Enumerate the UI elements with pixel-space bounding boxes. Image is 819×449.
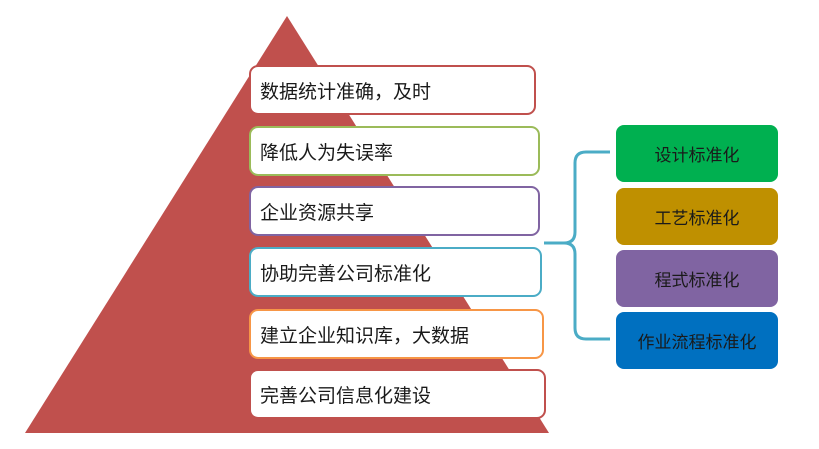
pyramid-level-4-label: 协助完善公司标准化 [260,262,432,285]
pyramid-level-3-label: 企业资源共享 [260,201,375,224]
pyramid-level-5: 建立企业知识库，大数据 [249,309,544,359]
pyramid-level-2-label: 降低人为失误率 [260,141,394,164]
pyramid-level-5-label: 建立企业知识库，大数据 [260,324,470,347]
standard-box-program: 程式标准化 [616,250,778,307]
pyramid-level-1: 数据统计准确，及时 [249,65,536,115]
bracket-connector [544,150,610,341]
standard-box-program-label: 程式标准化 [654,271,740,291]
standard-box-process: 工艺标准化 [616,188,778,245]
pyramid-level-2: 降低人为失误率 [249,126,540,176]
standard-box-design: 设计标准化 [616,125,778,182]
pyramid-level-6: 完善公司信息化建设 [249,369,546,419]
pyramid-level-6-label: 完善公司信息化建设 [260,384,432,407]
standard-box-process-label: 工艺标准化 [654,209,740,229]
standard-box-workflow-label: 作业流程标准化 [637,333,757,353]
pyramid-level-3: 企业资源共享 [249,186,540,236]
pyramid-level-4: 协助完善公司标准化 [249,247,542,297]
standard-box-design-label: 设计标准化 [654,146,740,166]
pyramid-level-1-label: 数据统计准确，及时 [260,80,432,103]
standard-box-workflow: 作业流程标准化 [616,312,778,369]
